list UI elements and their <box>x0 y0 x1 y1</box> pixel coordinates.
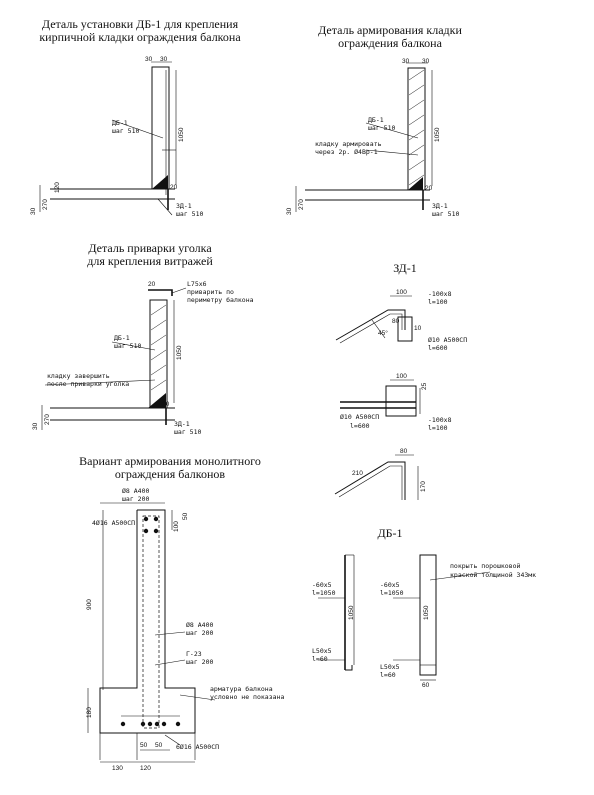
db1-p2b-label: l=1050 <box>380 589 404 597</box>
zd1-d25-dim: 25 <box>421 382 428 390</box>
d2-zd1-label: ЗД-1 <box>432 202 448 210</box>
zd1-pl2-label: -100х8 <box>428 416 452 424</box>
d2-d30b-dim: 30 <box>422 58 430 65</box>
title-angle-weld: Деталь приварки уголка для крепления вит… <box>87 241 213 268</box>
d2-mesh1-label: кладку армировать <box>315 140 382 148</box>
d1-step1-label: шаг 510 <box>112 127 140 135</box>
title-monolith: Вариант армирования монолитного огражден… <box>79 454 261 481</box>
db1-paint1-label: покрыть порошковой <box>450 562 521 570</box>
d1-step2-label: шаг 510 <box>176 210 204 218</box>
db1-a2b-label: l=60 <box>380 671 396 679</box>
zd1-d45-dim: 45° <box>378 330 388 337</box>
zd1-pl1-label: -100х8 <box>428 290 452 298</box>
d3-d20a-dim: 20 <box>148 281 156 288</box>
db1-a2-label: L50х5 <box>380 663 400 671</box>
db1-a1-label: L50х5 <box>312 647 332 655</box>
mono-d120-dim: 120 <box>140 765 151 772</box>
zd1-d210-dim: 210 <box>352 470 363 477</box>
d3-grout1-label: кладку завершить <box>47 372 110 380</box>
mono-d50b-dim: 50 <box>155 742 163 749</box>
zd1-d100a-dim: 100 <box>396 289 407 296</box>
d3-l75-label: L75x6 <box>187 280 207 288</box>
mono-r8bs-label: шаг 200 <box>186 629 214 637</box>
d3-weld2-label: периметру балкона <box>187 296 254 304</box>
d1-h1050-dim: 1050 <box>178 127 185 142</box>
db1-a1b-label: l=60 <box>312 655 328 663</box>
db1-d60-dim: 60 <box>422 682 430 689</box>
detail-angle-weld-drawing <box>41 287 187 430</box>
mono-r16-label: 4Ø16 А500СП <box>92 519 136 527</box>
d3-step2-label: шаг 510 <box>174 428 202 436</box>
zd1-d80a-dim: 80 <box>392 318 400 325</box>
d1-d30c-dim: 30 <box>30 207 37 215</box>
zd1-pl1b-label: l=100 <box>428 298 448 306</box>
mono-r8b-label: Ø8 А400 <box>186 621 214 629</box>
zd1-bar2b-label: l=600 <box>350 422 370 430</box>
detail-db1-install-drawing <box>39 61 177 216</box>
d3-grout2-label: после приварки уголка <box>47 380 130 388</box>
d3-weld1-label: приварить по <box>187 288 234 296</box>
mono-d50-dim: 50 <box>182 512 189 520</box>
d1-zd1-label: ЗД-1 <box>176 202 192 210</box>
db1-h1-dim: 1050 <box>348 605 355 620</box>
zd1-bar1-label: Ø10 А500СП <box>428 336 468 344</box>
mono-r16b-label: 6Ø16 А500СП <box>176 743 220 751</box>
d1-d20-dim: 20 <box>170 184 178 191</box>
zd1-d10-dim: 10 <box>414 325 422 332</box>
d3-d20b-dim: 20 <box>162 401 170 408</box>
mono-r8-label: Ø8 А400 <box>122 487 150 495</box>
mono-g23s-label: шаг 200 <box>186 658 214 666</box>
d1-d30a-dim: 30 <box>145 56 153 63</box>
title-reinforce: Деталь армирования кладки ограждения бал… <box>318 23 462 50</box>
db1-h2-dim: 1050 <box>423 605 430 620</box>
mono-d900-dim: 900 <box>86 599 93 610</box>
db1-paint2-label: краской толщиной 343мк <box>450 571 537 579</box>
title-db1-install: Деталь установки ДБ-1 для крепления кирп… <box>39 17 241 44</box>
title-zd1: ЗД-1 <box>393 261 417 275</box>
zd1-bar1b-label: l=600 <box>428 344 448 352</box>
d2-d270-dim: 270 <box>298 199 305 210</box>
d3-zd1-label: ЗД-1 <box>174 420 190 428</box>
d1-db1-label: ДБ-1 <box>112 119 128 127</box>
d2-db1-label: ДБ-1 <box>368 116 384 124</box>
d1-d30b-dim: 30 <box>160 56 168 63</box>
d2-d20-dim: 20 <box>425 185 433 192</box>
zd1-d100b-dim: 100 <box>396 373 407 380</box>
detail-reinforce-drawing <box>295 62 433 212</box>
db1-p1b-label: l=1050 <box>312 589 336 597</box>
d2-d30c-dim: 30 <box>286 207 293 215</box>
d3-d270-dim: 270 <box>44 414 51 425</box>
mono-r8s-label: шаг 200 <box>122 495 150 503</box>
zd1-d80b-dim: 80 <box>400 448 408 455</box>
db1-p2-label: -60х5 <box>380 581 400 589</box>
mono-note2-label: условно не показана <box>210 693 285 701</box>
d3-db1-label: ДБ-1 <box>114 334 130 342</box>
mono-d100-dim: 100 <box>173 521 180 532</box>
mono-d130-dim: 130 <box>112 765 123 772</box>
d2-step1-label: шаг 510 <box>368 124 396 132</box>
d3-h1050-dim: 1050 <box>176 345 183 360</box>
d3-d30-dim: 30 <box>32 422 39 430</box>
d2-mesh2-label: через 2р. Ø4Вр-1 <box>315 148 378 156</box>
mono-d50a-dim: 50 <box>140 742 148 749</box>
mono-note1-label: арматура балкона <box>210 685 273 693</box>
d2-step2-label: шаг 510 <box>432 210 460 218</box>
title-db1: ДБ-1 <box>377 526 403 540</box>
db1-drawing <box>318 554 491 681</box>
d1-d120-dim: 120 <box>54 182 61 193</box>
mono-d180-dim: 180 <box>86 707 93 718</box>
db1-p1-label: -60х5 <box>312 581 332 589</box>
d1-d270-dim: 270 <box>42 199 49 210</box>
d2-d30a-dim: 30 <box>402 58 410 65</box>
monolith-drawing <box>87 502 216 763</box>
mono-g23-label: Г-23 <box>186 650 202 658</box>
zd1-bar2-label: Ø10 А500СП <box>340 413 380 421</box>
zd1-pl2b-label: l=100 <box>428 424 448 432</box>
zd1-drawing <box>334 295 421 500</box>
d3-step1-label: шаг 510 <box>114 342 142 350</box>
d2-h1050-dim: 1050 <box>434 127 441 142</box>
zd1-d170-dim: 170 <box>420 481 427 492</box>
